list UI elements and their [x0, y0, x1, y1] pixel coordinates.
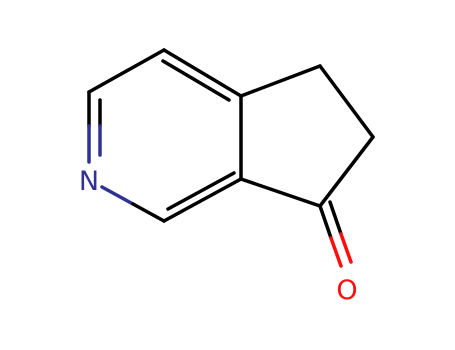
bond-n-c5 — [100, 185, 166, 223]
bond-c7-c8 — [318, 64, 375, 139]
atom-labels: N O — [79, 166, 358, 306]
bond-c9-c6 — [239, 177, 322, 208]
bonds — [87, 48, 375, 268]
atom-label-n: N — [79, 166, 99, 197]
atom-label-o: O — [336, 275, 357, 306]
bond-c1-c7 — [239, 64, 322, 98]
bond-c9-o — [318, 200, 353, 268]
bond-c8-c9 — [318, 135, 375, 208]
bond-c1-c2 — [161, 48, 243, 102]
bond-c5-c6 — [162, 171, 243, 223]
bond-c3-n — [87, 90, 102, 164]
bond-c2-c3 — [87, 48, 166, 94]
